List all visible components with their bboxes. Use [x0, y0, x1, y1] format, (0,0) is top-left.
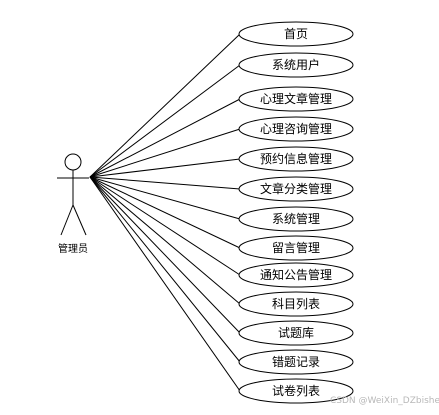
use-case-ellipse — [238, 291, 354, 317]
use-case: 心理文章管理 — [238, 86, 354, 112]
use-case-label: 首页 — [284, 27, 308, 41]
association-line — [89, 33, 241, 178]
actor-left-leg — [60, 204, 74, 236]
association-line — [89, 176, 241, 190]
association-line — [89, 176, 241, 334]
association-line — [89, 158, 241, 178]
association-line — [89, 176, 241, 249]
use-case: 试题库 — [238, 320, 354, 346]
association-line — [89, 98, 241, 178]
use-case-ellipse — [238, 21, 354, 47]
association-line — [89, 128, 241, 178]
use-case: 系统管理 — [238, 206, 354, 232]
use-case-label: 心理文章管理 — [260, 91, 332, 106]
use-case: 通知公告管理 — [238, 262, 354, 288]
use-cases: 首页系统用户心理文章管理心理咨询管理预约信息管理文章分类管理系统管理留言管理通知… — [238, 21, 354, 404]
use-case: 试卷列表 — [238, 378, 354, 404]
use-case: 文章分类管理 — [238, 176, 354, 202]
use-case-label: 系统用户 — [272, 57, 320, 72]
actor-admin: 管理员 — [57, 153, 89, 255]
use-case-label: 系统管理 — [272, 211, 320, 226]
use-case-ellipse — [238, 52, 354, 78]
use-case-ellipse — [238, 262, 354, 288]
use-case-ellipse — [238, 86, 354, 112]
association-lines — [89, 33, 241, 392]
use-case-label: 科目列表 — [272, 297, 320, 311]
use-case-ellipse — [238, 116, 354, 142]
use-case-label: 错题记录 — [272, 355, 320, 369]
use-case-label: 预约信息管理 — [260, 151, 332, 166]
association-line — [89, 64, 241, 178]
use-case-ellipse — [238, 378, 354, 404]
use-case-ellipse — [238, 235, 354, 261]
association-line — [89, 176, 241, 305]
use-case-ellipse — [238, 349, 354, 375]
use-case: 系统用户 — [238, 52, 354, 78]
watermark: CSDN @WeiXin_DZbishe — [330, 396, 439, 406]
use-case-ellipse — [238, 176, 354, 202]
actor-head — [64, 153, 82, 171]
use-case: 留言管理 — [238, 235, 354, 261]
use-case-label: 心理咨询管理 — [260, 121, 332, 136]
use-case: 错题记录 — [238, 349, 354, 375]
use-case: 心理咨询管理 — [238, 116, 354, 142]
association-line — [89, 176, 241, 220]
use-case-label: 试卷列表 — [272, 383, 320, 398]
association-line — [89, 176, 241, 276]
use-case-ellipse — [238, 146, 354, 172]
use-case-label: 通知公告管理 — [260, 267, 332, 282]
use-case-label: 留言管理 — [272, 240, 320, 255]
use-case-ellipse — [238, 206, 354, 232]
use-case-ellipse — [238, 320, 354, 346]
use-case: 科目列表 — [238, 291, 354, 317]
use-case: 首页 — [238, 21, 354, 47]
association-line — [89, 176, 241, 363]
use-case-label: 文章分类管理 — [260, 181, 332, 196]
use-case-label: 试题库 — [278, 325, 314, 340]
association-line — [89, 176, 241, 392]
use-case: 预约信息管理 — [238, 146, 354, 172]
actor-right-leg — [72, 204, 87, 236]
actor-label: 管理员 — [58, 242, 88, 255]
